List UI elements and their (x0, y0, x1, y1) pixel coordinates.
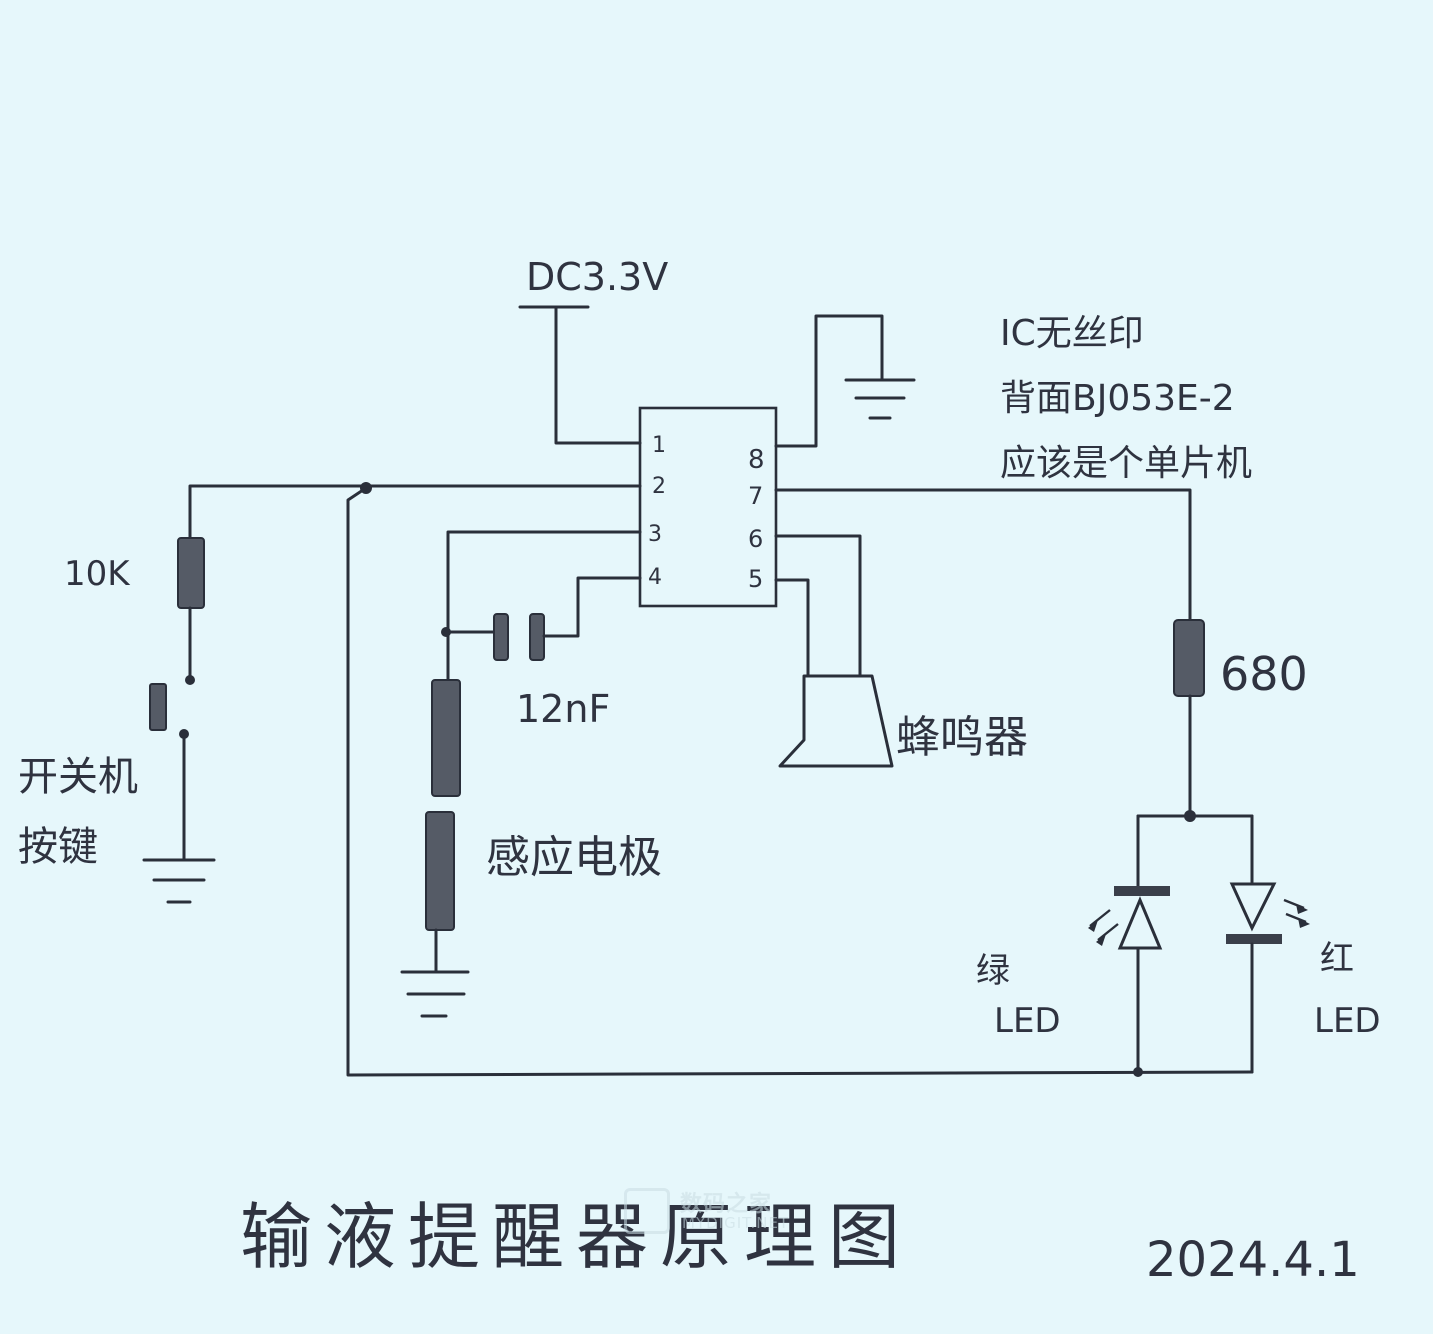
power-button (149, 683, 167, 731)
ic-note-line2: 背面BJ053E-2 (1000, 378, 1235, 419)
ic-note: IC无丝印 背面BJ053E-2 应该是个单片机 (1000, 313, 1252, 484)
green-led-label-2: LED (994, 1001, 1061, 1041)
ic-pin-8: 8 (748, 445, 765, 475)
sensor-electrode-top (431, 679, 461, 797)
button-label-1: 开关机 (18, 754, 138, 800)
supply-label: DC3.3V (526, 255, 668, 299)
resistor-10k-label: 10K (64, 554, 131, 594)
watermark: 数码之家 MYDIGIT.NET (624, 1186, 824, 1240)
sensor-label: 感应电极 (486, 832, 662, 883)
led-network: 680 绿 LED 红 LED (774, 488, 1381, 1077)
ic-note-line3: 应该是个单片机 (1000, 443, 1252, 484)
ic-chip: 1 2 3 4 8 7 6 5 (638, 406, 778, 608)
sensor-electrode-bottom (425, 811, 455, 931)
diagram-title: 输液提醒器原理图 (240, 1195, 912, 1279)
capacitor-plate-b (529, 613, 545, 661)
watermark-logo-icon (624, 1188, 670, 1234)
dc-supply: DC3.3V (518, 255, 668, 445)
ic-pin-5: 5 (748, 565, 763, 593)
pin8-ground (774, 314, 916, 448)
resistor-680 (1173, 619, 1205, 697)
ic-pin-6: 6 (748, 525, 763, 553)
green-led-label-1: 绿 (976, 951, 1010, 991)
sensor-network: 12nF 感应电极 (400, 530, 662, 1018)
red-led-label-1: 红 (1320, 939, 1354, 979)
ic-pin-1: 1 (652, 433, 666, 458)
buzzer: 蜂鸣器 (774, 534, 1028, 768)
red-led-label-2: LED (1314, 1001, 1381, 1041)
button-label-2: 按键 (18, 824, 98, 870)
watermark-text: 数码之家 (680, 1192, 773, 1217)
resistor-680-label: 680 (1220, 647, 1308, 701)
diagram-date: 2024.4.1 (1146, 1232, 1360, 1288)
watermark-sub: MYDIGIT.NET (682, 1214, 790, 1232)
ic-pin-4: 4 (648, 565, 662, 590)
ic-note-line1: IC无丝印 (1000, 313, 1144, 354)
capacitor-plate-a (493, 613, 509, 661)
ic-pin-7: 7 (748, 482, 763, 510)
pin2-network: 10K 开关机 按键 (18, 482, 1254, 1077)
ic-pin-3: 3 (648, 522, 662, 547)
buzzer-label: 蜂鸣器 (896, 712, 1028, 763)
capacitor-label: 12nF (516, 687, 610, 731)
green-led (1088, 886, 1170, 1072)
ic-pin-2: 2 (652, 474, 666, 499)
red-led (1226, 882, 1310, 1074)
resistor-10k (177, 537, 205, 609)
